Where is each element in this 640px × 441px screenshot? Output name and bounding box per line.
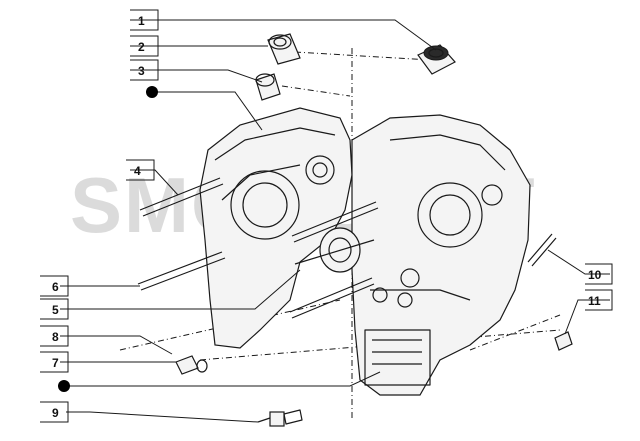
part-sensor — [257, 409, 303, 427]
callout-9: 9 — [52, 406, 59, 420]
part-stud-right — [527, 233, 557, 267]
part-bushing-small — [267, 33, 301, 65]
callout-frames — [40, 9, 613, 423]
bullet-marker-top — [146, 86, 158, 98]
callout-11: 11 — [588, 294, 601, 308]
part-ring — [255, 73, 281, 101]
part-dowel — [175, 355, 208, 375]
callout-1: 1 — [138, 14, 145, 28]
callout-5: 5 — [52, 303, 59, 317]
leader-lines — [60, 19, 610, 423]
callout-2: 2 — [138, 40, 145, 54]
callout-10: 10 — [588, 268, 602, 282]
part-plug — [554, 331, 573, 351]
callout-7: 7 — [52, 356, 59, 370]
callout-8: 8 — [52, 330, 59, 344]
part-bushing-large — [417, 44, 456, 75]
callout-6: 6 — [52, 280, 59, 294]
bullet-marker-bottom — [58, 380, 70, 392]
studs — [137, 177, 379, 319]
callout-3: 3 — [138, 64, 145, 78]
callout-4: 4 — [134, 164, 141, 178]
crankcase — [199, 107, 531, 396]
